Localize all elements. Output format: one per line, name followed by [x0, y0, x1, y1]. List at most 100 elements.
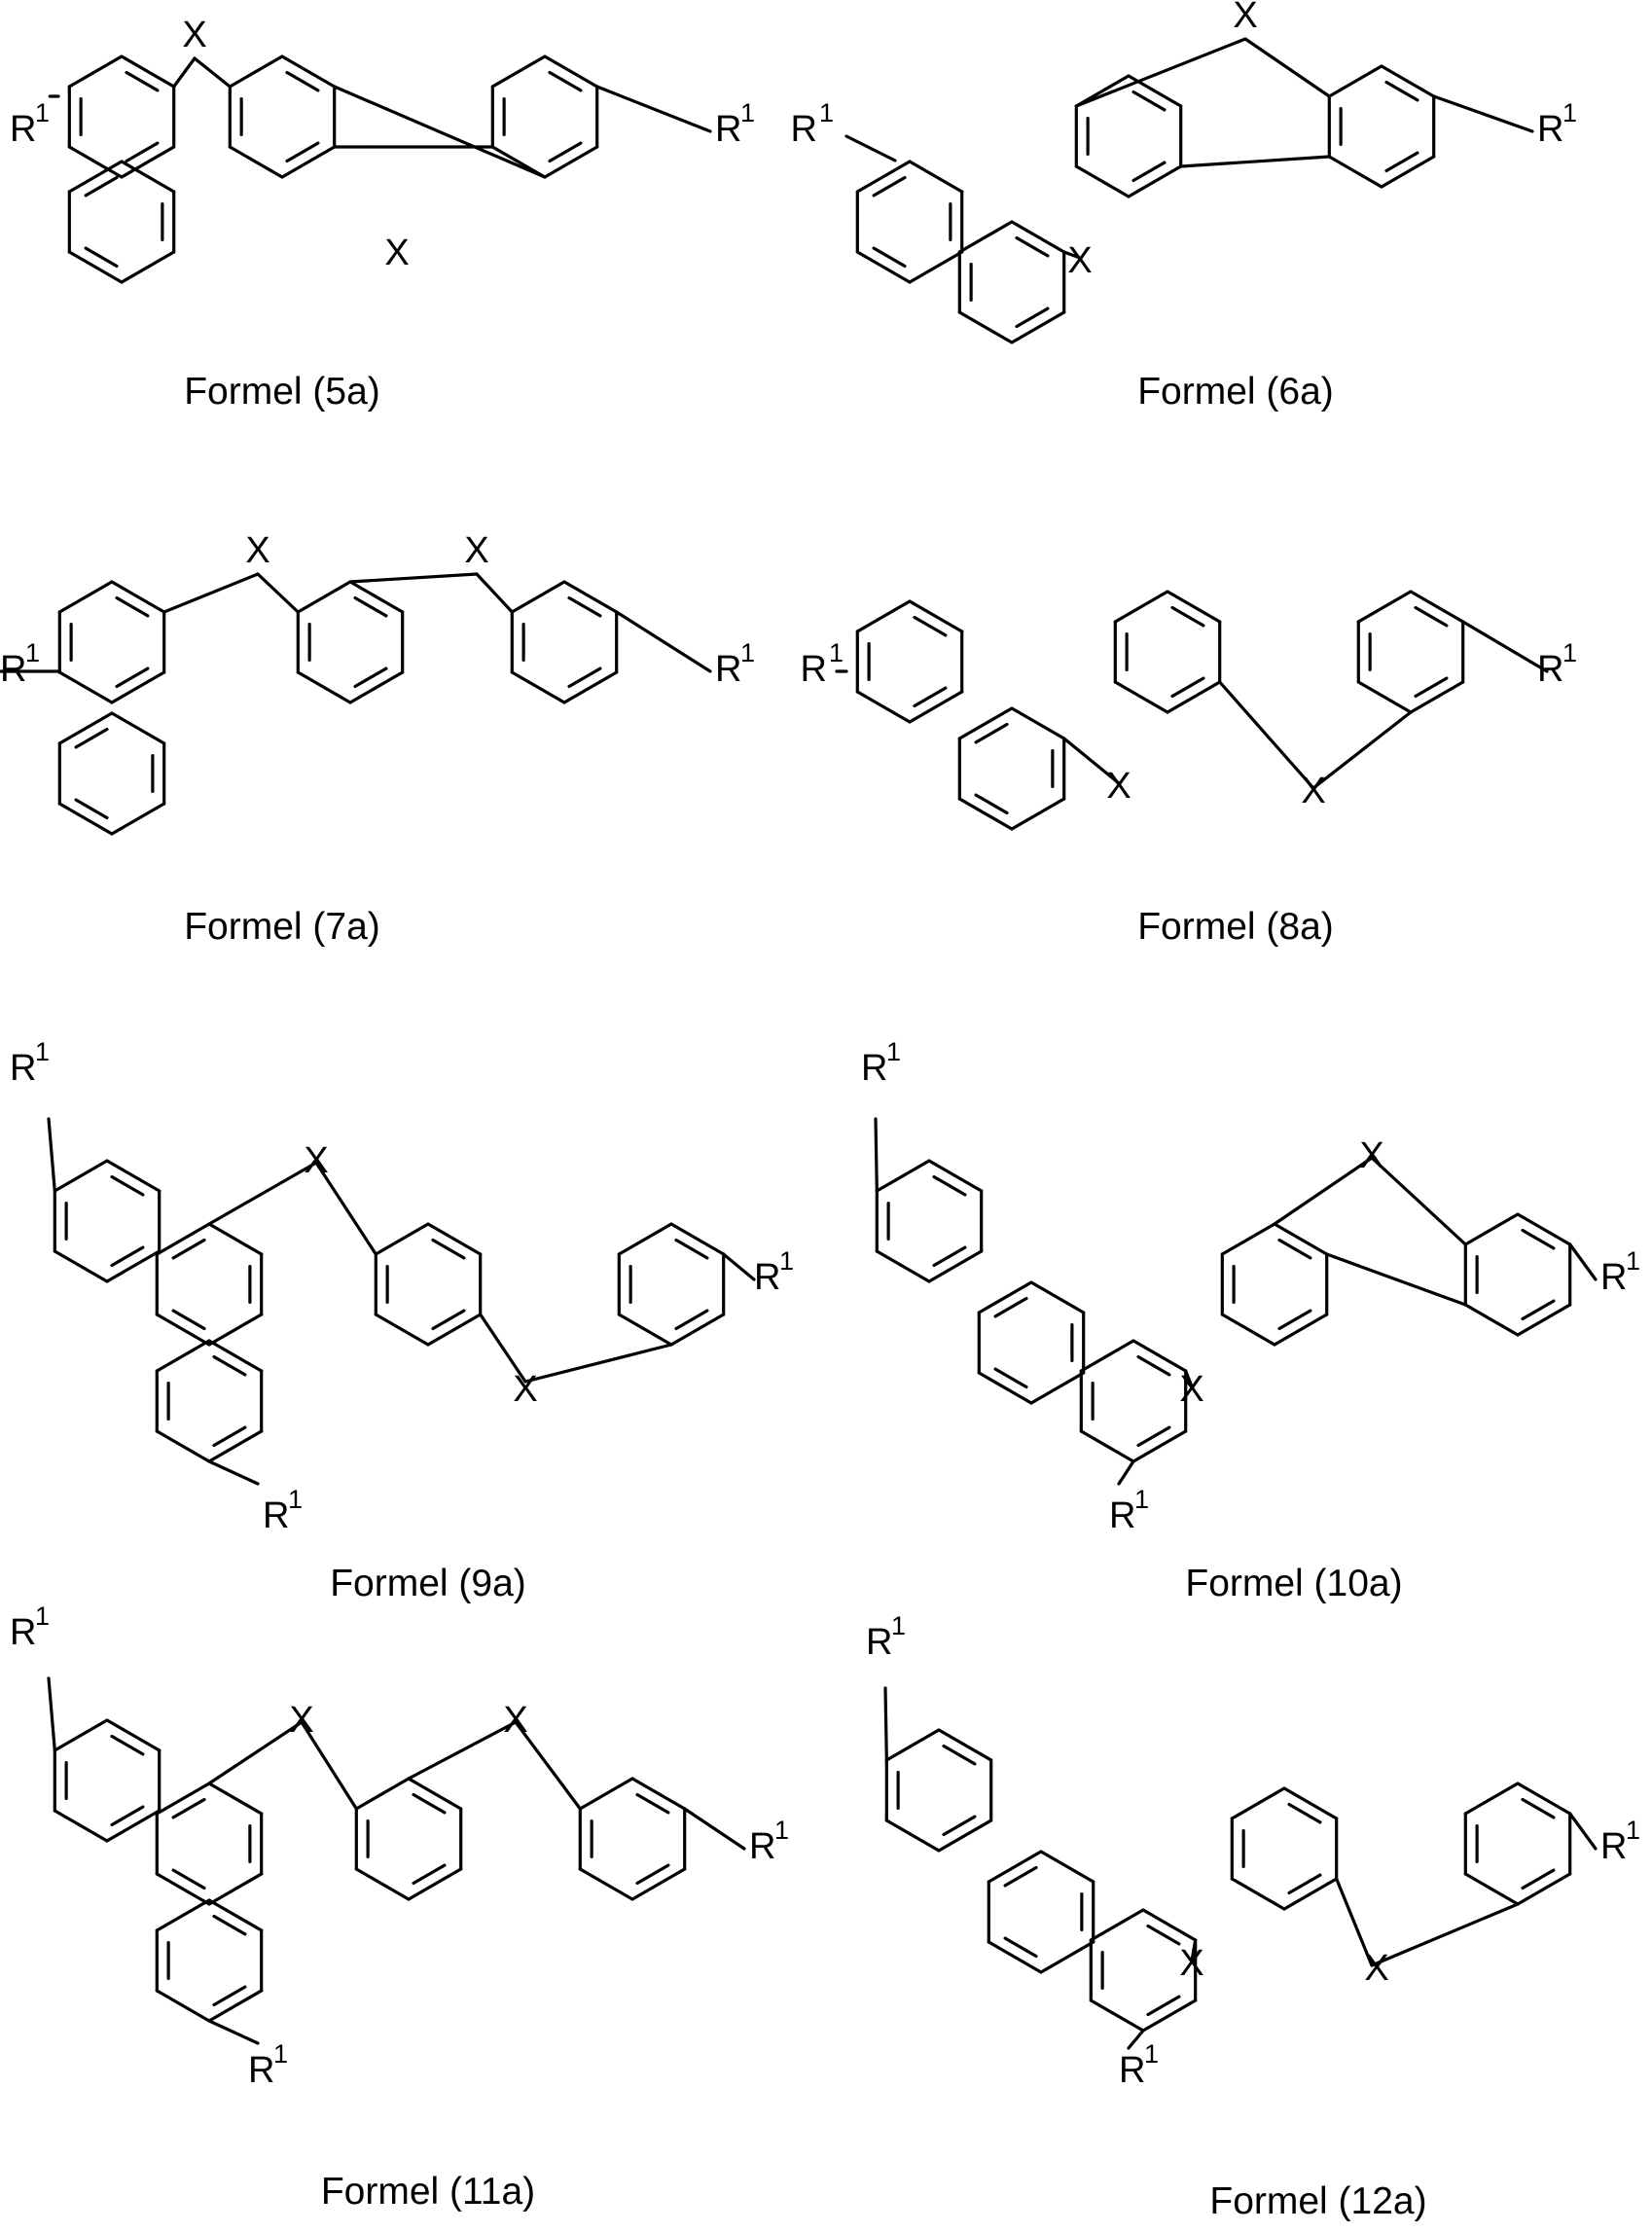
- ring-bond: [350, 582, 403, 612]
- ring-bond: [209, 1314, 262, 1345]
- ring-bond: [1329, 66, 1382, 96]
- ring-bond: [157, 1991, 209, 2021]
- ring-bond: [54, 1161, 107, 1191]
- ring-bond: [409, 1779, 461, 1809]
- ring-bond: [112, 582, 164, 612]
- ring-bond: [298, 672, 350, 702]
- bond: [1372, 1904, 1518, 1965]
- bond: [350, 574, 477, 582]
- heteroatom-label: X: [1301, 771, 1325, 811]
- ring-bond: [356, 1869, 409, 1899]
- ring-bond: [1275, 1314, 1327, 1345]
- ring-bond: [1041, 1852, 1094, 1882]
- ring-bond: [69, 162, 122, 192]
- bond: [1372, 1158, 1465, 1244]
- ring-bond: [988, 1942, 1041, 1972]
- ring-bond: [1133, 1341, 1186, 1371]
- substituent-superscript: 1: [1562, 638, 1577, 667]
- heteroatom-label: X: [1067, 240, 1092, 281]
- ring-bond: [979, 1373, 1031, 1403]
- bond: [1275, 1158, 1372, 1224]
- substituent-label: R: [1109, 1495, 1135, 1536]
- bond: [209, 1461, 258, 1484]
- ring-bond: [230, 56, 282, 87]
- ring-bond: [1031, 1373, 1084, 1403]
- bond: [49, 1119, 54, 1191]
- formula-caption: Formel (8a): [1137, 906, 1334, 948]
- ring-bond: [1167, 592, 1220, 622]
- ring-bond: [512, 672, 564, 702]
- ring-bond: [1133, 1431, 1186, 1461]
- heteroatom-label: X: [304, 1140, 328, 1181]
- ring-bond: [69, 147, 122, 177]
- ring-bond: [428, 1314, 481, 1345]
- substituent-superscript: 1: [25, 638, 40, 667]
- ring-bond: [1222, 1314, 1275, 1345]
- ring-bond: [107, 1161, 160, 1191]
- ring-bond: [564, 582, 617, 612]
- ring-bond: [959, 312, 1012, 342]
- substituent-label: R: [715, 649, 741, 690]
- bond: [1129, 2031, 1143, 2048]
- ring-bond: [857, 162, 910, 192]
- formula-caption: Formel (7a): [184, 906, 380, 948]
- ring-bond: [107, 1720, 160, 1750]
- ring-bond: [1167, 682, 1220, 712]
- ring-bond: [282, 56, 335, 87]
- heteroatom-label: X: [245, 530, 269, 571]
- ring-bond: [910, 601, 962, 631]
- bond: [49, 1678, 54, 1750]
- substituent-label: R: [715, 109, 741, 150]
- ring-bond: [157, 1341, 209, 1371]
- substituent-label: R: [801, 649, 827, 690]
- bond: [685, 1809, 744, 1849]
- substituent-label: R: [749, 1826, 775, 1867]
- bond: [885, 1688, 886, 1760]
- bond: [209, 1163, 316, 1224]
- ring-bond: [209, 1874, 262, 1904]
- substituent-label: R: [1600, 1257, 1627, 1298]
- substituent-label: R: [754, 1257, 780, 1298]
- ring-bond: [1411, 592, 1463, 622]
- ring-bond: [122, 147, 174, 177]
- ring-bond: [209, 1991, 262, 2021]
- ring-bond: [157, 1224, 209, 1254]
- ring-bond: [877, 1161, 929, 1191]
- bond: [1327, 1254, 1466, 1305]
- ring-bond: [107, 1251, 160, 1281]
- heteroatom-label: X: [1179, 1943, 1203, 1984]
- ring-bond: [988, 1852, 1041, 1882]
- ring-bond: [1222, 1224, 1275, 1254]
- ring-bond: [376, 1314, 428, 1345]
- ring-bond: [857, 601, 910, 631]
- bond: [1570, 1814, 1596, 1849]
- substituent-superscript: 1: [288, 1485, 303, 1514]
- ring-bond: [929, 1161, 982, 1191]
- bond: [164, 574, 258, 612]
- substituent-superscript: 1: [1626, 1816, 1640, 1845]
- ring-bond: [1382, 66, 1434, 96]
- ring-bond: [54, 1811, 107, 1841]
- ring-bond: [877, 1251, 929, 1281]
- ring-bond: [979, 1282, 1031, 1313]
- substituent-superscript: 1: [273, 2039, 288, 2069]
- ring-bond: [512, 582, 564, 612]
- bond: [846, 136, 895, 161]
- ring-bond: [886, 1820, 939, 1851]
- ring-bond: [1115, 592, 1167, 622]
- ring-bond: [230, 147, 282, 177]
- bond: [209, 2021, 258, 2043]
- ring-bond: [857, 252, 910, 282]
- ring-bond: [1518, 1214, 1570, 1244]
- bond: [1570, 1244, 1596, 1279]
- substituent-label: R: [861, 1048, 887, 1089]
- ring-bond: [209, 1341, 262, 1371]
- substituent-superscript: 1: [1562, 98, 1577, 127]
- ring-bond: [1232, 1879, 1284, 1909]
- ring-bond: [1081, 1341, 1133, 1371]
- formula-caption: Formel (5a): [184, 371, 380, 413]
- substituent-superscript: 1: [891, 1611, 906, 1640]
- substituent-label: R: [10, 1048, 36, 1089]
- ring-bond: [886, 1730, 939, 1760]
